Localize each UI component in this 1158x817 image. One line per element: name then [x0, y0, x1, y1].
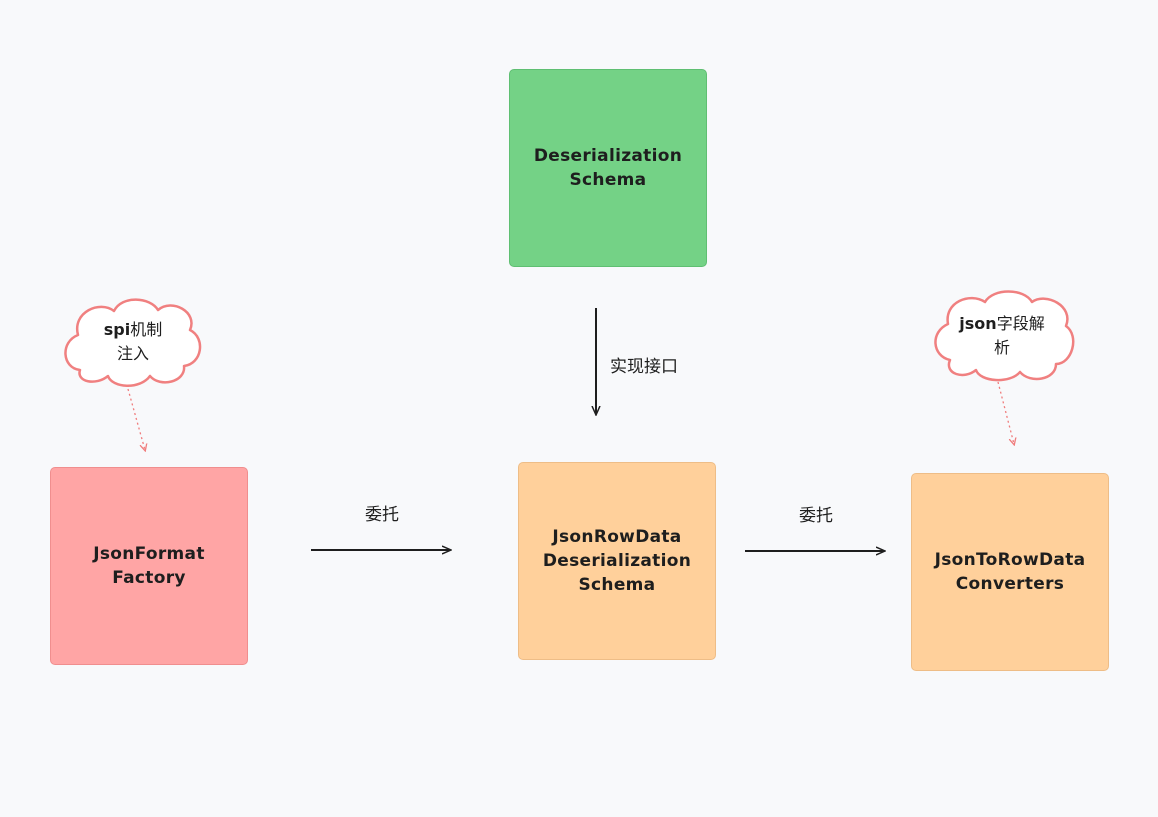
implements-edge-label: 实现接口: [610, 357, 678, 377]
node-label-line: Schema: [569, 170, 647, 190]
note-text: 字段解: [996, 314, 1045, 333]
node-label-line: Deserialization: [533, 146, 683, 166]
node-label-line: Converters: [955, 574, 1065, 594]
json-parse-note-text: json字段解 析: [948, 312, 1056, 360]
json-parse-note-cloud: [934, 290, 1075, 382]
node-label-line: Deserialization: [542, 551, 692, 571]
note-text: 机制: [130, 320, 163, 339]
node-label-line: JsonFormat: [93, 544, 205, 564]
node-label-line: JsonToRowData: [934, 550, 1086, 570]
note-bold-text: json: [959, 314, 997, 333]
delegate-edge-label: 委托: [799, 506, 833, 526]
spi-note-cloud: [64, 298, 202, 387]
delegate-edge-label: 委托: [365, 505, 399, 525]
node-label-line: JsonRowData: [552, 527, 682, 547]
spi-note-connector: [127, 388, 145, 450]
spi-note-text: spi机制 注入: [88, 318, 178, 366]
json-format-factory-node[interactable]: JsonFormat Factory: [50, 467, 248, 665]
json-row-data-deserialization-schema-node[interactable]: JsonRowData Deserialization Schema: [518, 462, 716, 660]
note-text: 注入: [116, 344, 149, 363]
json-parse-note-connector: [997, 381, 1014, 444]
deserialization-schema-node[interactable]: Deserialization Schema: [509, 69, 707, 267]
node-label-line: Factory: [112, 568, 186, 588]
json-to-row-data-converters-node[interactable]: JsonToRowData Converters: [911, 473, 1109, 671]
note-text: 析: [993, 338, 1010, 357]
node-label-line: Schema: [578, 575, 656, 595]
note-bold-text: spi: [103, 320, 131, 339]
